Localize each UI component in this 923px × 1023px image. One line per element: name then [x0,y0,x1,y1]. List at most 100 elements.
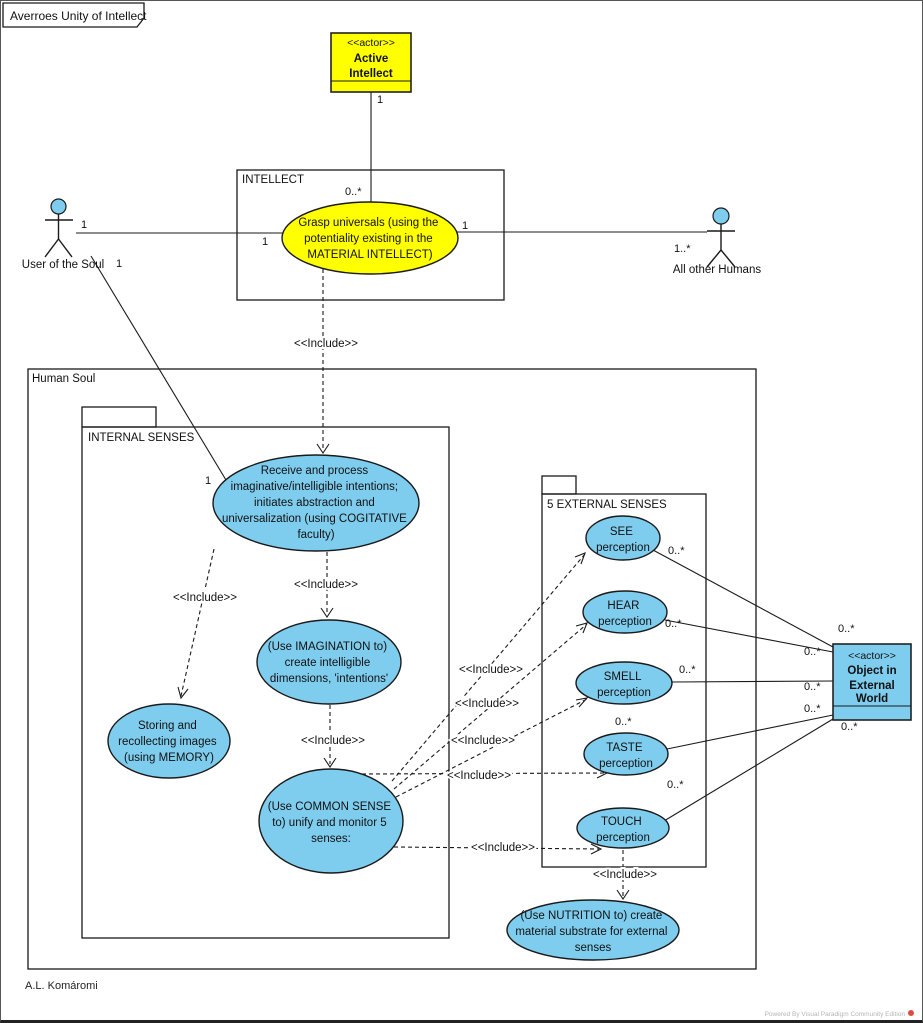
association-see-object[interactable] [652,549,834,648]
actor-leg [44,238,60,258]
usecase-text-line: to) unify and monitor 5 [272,817,386,829]
actor-active-intellect-box[interactable] [330,32,412,93]
multiplicity-label: 1..* [674,243,691,255]
actor-object-box[interactable] [832,643,912,721]
svg-text:SEE perception: SEE perception [596,526,650,554]
usecase-taste-perception[interactable]: TASTE perception [583,732,669,776]
usecase-nutrition[interactable]: (Use NUTRITION to) create material subst… [506,899,680,961]
include-label: <<Include>> [173,592,237,604]
usecase-common-sense[interactable]: (Use COMMON SENSE to) unify and monitor … [258,768,404,874]
actor-active-intellect[interactable]: <<actor>> Active Intellect [330,32,412,93]
actor-name: User of the Soul [22,259,104,271]
usecase-ellipse[interactable] [506,899,680,961]
association-taste-object[interactable] [666,714,834,750]
include-label: <<Include>> [447,770,511,782]
usecase-text-line: perception [598,616,652,628]
actor-leg [706,249,722,268]
svg-text:TOUCH perception: TOUCH perception [596,816,650,844]
association-hear-object[interactable] [664,619,834,653]
association-touch-object[interactable] [663,718,834,822]
association-user-receive[interactable] [90,255,230,486]
actor-head-icon [712,207,730,225]
usecase-text-line: senses: [311,833,351,845]
usecase-ellipse[interactable] [281,201,459,275]
include-receive-memory[interactable] [180,548,215,697]
include-label: <<Include>> [459,664,523,676]
svg-text:SMELL perception: SMELL perception [597,671,651,699]
include-commonsense-touch[interactable] [393,846,600,850]
multiplicity-label: 0..* [665,618,682,630]
usecase-ellipse[interactable] [575,661,673,705]
multiplicity-label: 0..* [667,779,684,791]
package-external-senses-body[interactable] [541,493,707,868]
include-commonsense-smell[interactable] [395,698,588,798]
package-internal-senses[interactable]: INTERNAL SENSES [81,406,450,939]
usecase-ellipse[interactable] [258,768,404,874]
diagram-title: Averroes Unity of Intellect [10,9,147,23]
usecase-text-line: initiates abstraction and [254,497,375,509]
package-human-soul-body[interactable] [27,368,757,970]
multiplicity-label: 0..* [615,716,632,728]
usecase-ellipse[interactable] [583,732,669,776]
actor-name: All other Humans [673,264,761,276]
title-tab-shape [2,2,145,28]
usecase-text-line: (Use COMMON SENSE [268,801,392,813]
svg-text:(Use NUTRITION to) create: (Use NUTRITION to) create material subst… [515,910,670,954]
usecase-text-line: perception [599,758,653,770]
usecase-hear-perception[interactable]: HEAR perception [582,590,668,634]
package-internal-senses-body[interactable] [81,426,450,939]
arrowhead-icon [320,607,334,618]
author-credit: A.L. Komáromi [25,980,98,992]
package-external-senses[interactable]: 5 EXTERNAL SENSES [541,475,707,868]
actor-object-external-world[interactable]: <<actor>> Object in External World [832,643,912,721]
package-internal-senses-tab[interactable] [81,406,157,428]
actor-all-other-humans[interactable]: All other Humans [673,207,761,276]
usecase-text-line: (using MEMORY) [124,752,214,764]
usecase-text-line: create intelligible [285,657,371,669]
multiplicity-label: 0..* [668,545,685,557]
usecase-receive-process[interactable]: Receive and process imaginative/intellig… [212,454,420,552]
usecase-ellipse[interactable] [212,454,420,552]
actor-stereotype: <<actor>> [347,37,395,49]
include-commonsense-hear[interactable] [393,623,588,790]
watermark-text: Powered By Visual Paradigm Community Edi… [765,1011,906,1018]
actor-leg [57,238,73,258]
usecase-ellipse[interactable] [585,515,661,561]
arrowhead-icon [574,552,586,565]
arrowhead-icon [177,686,189,700]
visual-paradigm-logo-icon [908,1010,914,1016]
actor-user-of-the-soul[interactable]: User of the Soul [22,198,104,271]
include-label: <<Include>> [451,735,515,747]
usecase-smell-perception[interactable]: SMELL perception [575,661,673,705]
usecase-touch-perception[interactable]: TOUCH perception [576,807,670,849]
usecase-ellipse[interactable] [107,703,231,779]
include-commonsense-see[interactable] [391,553,586,782]
usecase-see-perception[interactable]: SEE perception [585,515,661,561]
usecase-imagination[interactable]: (Use IMAGINATION to) create intelligible… [256,619,402,705]
usecase-ellipse[interactable] [576,807,670,849]
package-external-senses-label: 5 EXTERNAL SENSES [547,499,667,511]
association-smell-object[interactable] [671,680,834,683]
include-commonsense-taste[interactable] [361,772,606,775]
svg-text:HEAR perception: HEAR perception [598,600,652,628]
usecase-text-line: dimensions, 'intentions' [270,673,388,685]
package-external-senses-tab[interactable] [541,475,577,495]
arrowhead-icon [590,843,603,855]
package-human-soul-label: Human Soul [32,373,95,385]
usecase-memory[interactable]: Storing and recollecting images (using M… [107,703,231,779]
usecase-text-line: universalization (using COGITATIVE [222,513,407,525]
svg-text:(Use IMAGINATION to) cre: (Use IMAGINATION to) create intelligible… [268,641,390,685]
usecase-grasp-universals[interactable]: Grasp universals (using the potentiality… [281,201,459,275]
usecase-text-line: senses [575,942,612,954]
svg-text:TASTE perception: TASTE perception [599,742,653,770]
usecase-ellipse[interactable] [256,619,402,705]
usecase-text-line: TOUCH [601,816,642,828]
usecase-text-line: material substrate for external [515,926,667,938]
usecase-text-line: Storing and [138,720,197,732]
usecase-text-line: faculty) [297,529,334,541]
usecase-text-line: perception [596,832,650,844]
package-human-soul[interactable]: Human Soul [27,368,757,970]
arrowhead-icon [316,443,330,454]
usecase-ellipse[interactable] [582,590,668,634]
arrowhead-icon [323,757,337,768]
